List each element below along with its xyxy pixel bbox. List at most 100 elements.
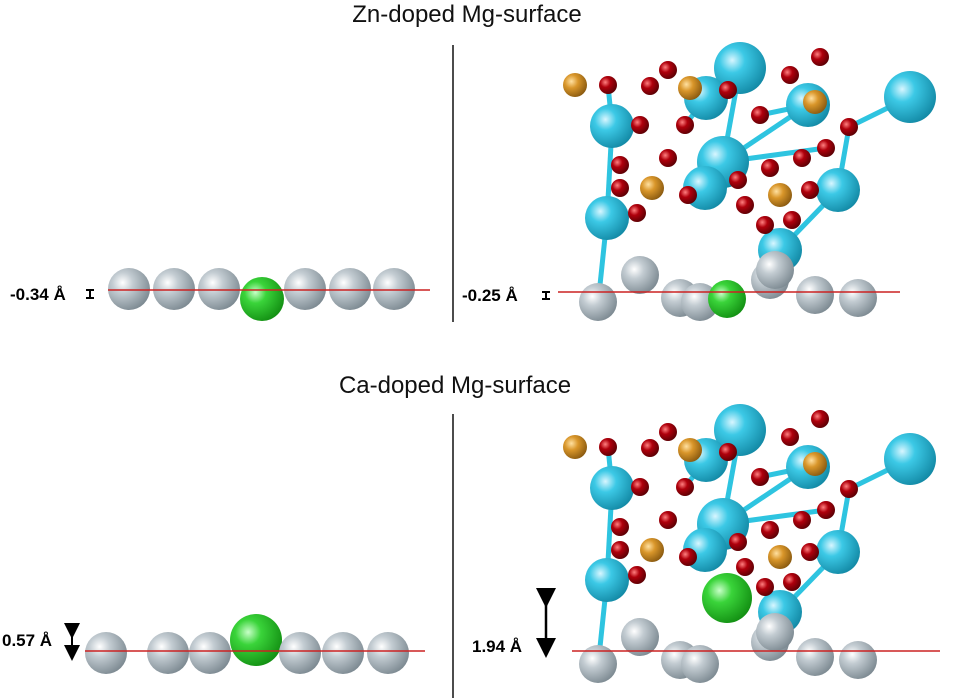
calcium-ion [585, 558, 629, 602]
phosphorus-atom [678, 438, 702, 462]
phosphorus-atom [640, 538, 664, 562]
oxygen-atom [817, 139, 835, 157]
phosphorus-atom [768, 545, 792, 569]
mg-atom [373, 268, 415, 310]
oxygen-atom [631, 478, 649, 496]
dopant-atom [240, 277, 284, 321]
oxygen-atom [611, 156, 629, 174]
mg-atom [367, 632, 409, 674]
mg-atom [839, 279, 877, 317]
mg-atom [322, 632, 364, 674]
mg-atom [579, 283, 617, 321]
oxygen-atom [679, 186, 697, 204]
oxygen-atom [783, 211, 801, 229]
oxygen-atom [736, 196, 754, 214]
oxygen-atom [659, 61, 677, 79]
phosphorus-atom [803, 452, 827, 476]
calcium-ion [816, 168, 860, 212]
calcium-ion [884, 71, 936, 123]
oxygen-atom [676, 116, 694, 134]
mg-atom [147, 632, 189, 674]
displacement-arrow-icon [86, 289, 94, 299]
mg-atom [329, 268, 371, 310]
phosphorus-atom [563, 435, 587, 459]
oxygen-atom [729, 171, 747, 189]
oxygen-atom [641, 439, 659, 457]
oxygen-atom [611, 541, 629, 559]
oxygen-atom [793, 149, 811, 167]
phosphorus-atom [678, 76, 702, 100]
oxygen-atom [783, 573, 801, 591]
mg-atom [796, 638, 834, 676]
oxygen-atom [719, 81, 737, 99]
phosphorus-atom [563, 73, 587, 97]
dopant-atom [230, 614, 282, 666]
mg-atom [279, 632, 321, 674]
oxygen-atom [811, 410, 829, 428]
calcium-ion [714, 42, 766, 94]
oxygen-atom [719, 443, 737, 461]
oxygen-atom [631, 116, 649, 134]
oxygen-atom [817, 501, 835, 519]
mg-atom [839, 641, 877, 679]
mg-atom [756, 613, 794, 651]
oxygen-atom [756, 216, 774, 234]
mg-atom [108, 268, 150, 310]
mg-atom [153, 268, 195, 310]
oxygen-atom [781, 66, 799, 84]
displacement-label-zn-clean: -0.34 Å [10, 285, 66, 304]
oxygen-atom [736, 558, 754, 576]
oxygen-atom [599, 438, 617, 456]
oxygen-atom [599, 76, 617, 94]
oxygen-atom [659, 423, 677, 441]
phosphorus-atom [640, 176, 664, 200]
oxygen-atom [641, 77, 659, 95]
mg-atom [198, 268, 240, 310]
mg-atom [756, 251, 794, 289]
mg-surface-slab-zn-clean [108, 268, 415, 321]
displacement-label-zn-adsorbed: -0.25 Å [462, 286, 518, 305]
oxygen-atom [801, 543, 819, 561]
oxygen-atom [751, 106, 769, 124]
mg-atom [621, 256, 659, 294]
oxygen-atom [840, 480, 858, 498]
calcium-ion [590, 466, 634, 510]
dopant-atom [708, 280, 746, 318]
oxygen-atom [628, 566, 646, 584]
oxygen-atom [729, 533, 747, 551]
mg-atom [796, 276, 834, 314]
mg-atom [579, 645, 617, 683]
calcium-ion [714, 404, 766, 456]
oxygen-atom [761, 521, 779, 539]
phosphorus-atom [803, 90, 827, 114]
calcium-ion [590, 104, 634, 148]
oxygen-atom [611, 179, 629, 197]
mg-atom [681, 645, 719, 683]
oxygen-atom [801, 181, 819, 199]
mg-atom [85, 632, 127, 674]
mg-atom [284, 268, 326, 310]
mg-atom [621, 618, 659, 656]
oxygen-atom [756, 578, 774, 596]
oxygen-atom [793, 511, 811, 529]
oxygen-atom [676, 478, 694, 496]
calcium-ion [884, 433, 936, 485]
oxygen-atom [679, 548, 697, 566]
oxygen-atom [628, 204, 646, 222]
oxygen-atom [781, 428, 799, 446]
phosphorus-atom [768, 183, 792, 207]
oxygen-atom [659, 149, 677, 167]
calcium-ion [816, 530, 860, 574]
oxygen-atom [611, 518, 629, 536]
oxygen-atom [751, 468, 769, 486]
calcium-ion [585, 196, 629, 240]
adsorbed-cluster-zn [563, 42, 936, 321]
mg-surface-slab-ca-clean [85, 614, 409, 674]
displacement-label-ca-adsorbed: 1.94 Å [472, 637, 522, 656]
panel-title-ca: Ca-doped Mg-surface [339, 372, 571, 399]
displacement-label-ca-clean: 0.57 Å [2, 631, 52, 650]
oxygen-atom [811, 48, 829, 66]
displacement-arrow-icon [542, 291, 550, 300]
dopant-atom [702, 573, 752, 623]
